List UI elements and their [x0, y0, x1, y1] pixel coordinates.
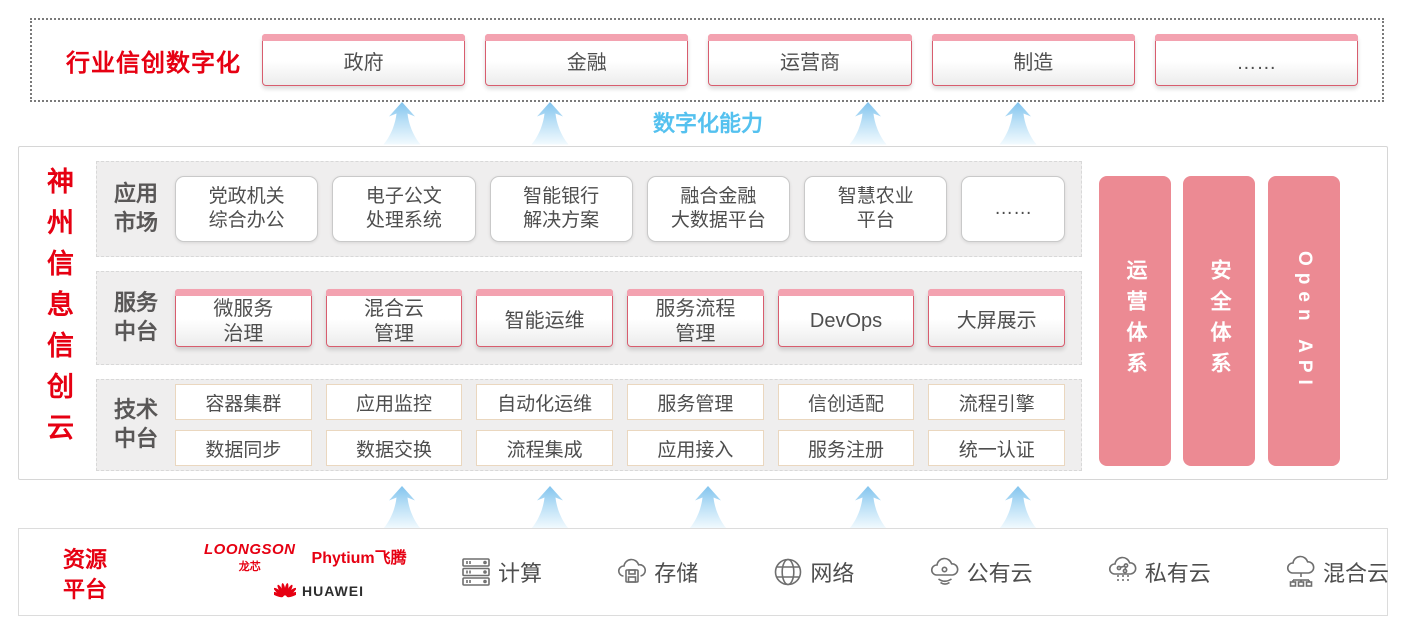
up-arrow	[383, 486, 421, 529]
tech-box-process-engine[interactable]: 流程引擎	[928, 384, 1066, 420]
storage-cloud-icon	[618, 558, 647, 583]
app-box-e-document-system[interactable]: 电子公文 处理系统	[332, 176, 476, 242]
resource-item-network: 网络	[771, 555, 854, 589]
hybrid-cloud-icon	[1286, 555, 1315, 587]
resource-item-storage: 存储	[615, 555, 698, 589]
tech-box-app-monitoring[interactable]: 应用监控	[325, 384, 463, 420]
app-market-items: 党政机关 综合办公 电子公文 处理系统 智能银行 解决方案 融合金融 大数据平台…	[175, 176, 1081, 242]
resource-item-private-cloud: 私有云	[1106, 555, 1211, 589]
resource-item-compute: 计算	[459, 555, 542, 589]
up-arrow	[531, 486, 569, 529]
up-arrow	[383, 102, 421, 145]
app-box-smart-banking[interactable]: 智能银行 解决方案	[489, 176, 633, 242]
tech-box-process-integration[interactable]: 流程集成	[476, 430, 614, 466]
platform-vertical-title: 神州信息信创云	[43, 167, 73, 454]
app-box-finance-bigdata[interactable]: 融合金融 大数据平台	[646, 176, 791, 242]
pink-top-bar	[262, 34, 466, 41]
digital-capability-label: 数字化能力	[652, 111, 763, 136]
tech-box-data-exchange[interactable]: 数据交换	[325, 430, 463, 466]
app-box-smart-agriculture[interactable]: 智慧农业 平台	[804, 176, 948, 242]
pink-top-bar	[175, 289, 312, 296]
pink-top-bar	[476, 289, 614, 296]
service-box-devops[interactable]: DevOps	[777, 289, 915, 347]
pink-top-bar	[627, 289, 764, 296]
resource-item-hybrid-cloud: 混合云	[1284, 555, 1389, 589]
up-arrow	[999, 486, 1037, 529]
tech-platform-items: 容器集群 应用监控 自动化运维 服务管理 信创适配 流程引擎 数据同步 数据交换…	[175, 384, 1081, 466]
xinchuang-cloud-platform: 神州信息信创云 应用市场 党政机关 综合办公 电子公文 处理系统 智能银行 解决…	[18, 146, 1388, 480]
service-box-hybrid-cloud-mgmt[interactable]: 混合云 管理	[325, 289, 463, 347]
industry-box-finance[interactable]: 金融	[485, 34, 689, 86]
resource-item-public-cloud: 公有云	[928, 555, 1033, 589]
resource-platform: 资源平台 LOONGSON 龙芯 Phytium飞腾	[18, 528, 1389, 616]
industry-box-manufacturing[interactable]: 制造	[931, 34, 1135, 86]
tech-box-service-mgmt[interactable]: 服务管理	[627, 384, 764, 420]
tech-box-xinchuang-adaptation[interactable]: 信创适配	[777, 384, 915, 420]
app-market-row: 应用市场 党政机关 综合办公 电子公文 处理系统 智能银行 解决方案 融合金融 …	[96, 161, 1082, 257]
up-arrow	[689, 486, 727, 529]
pink-top-bar	[485, 34, 689, 41]
vendor-logos: LOONGSON 龙芯 Phytium飞腾	[204, 541, 434, 600]
industry-box-carrier[interactable]: 运营商	[708, 34, 912, 86]
tech-box-service-registry[interactable]: 服务注册	[777, 430, 915, 466]
tech-box-unified-auth[interactable]: 统一认证	[928, 430, 1066, 466]
tech-platform-label: 技术中台	[114, 397, 159, 451]
pink-top-bar	[1154, 34, 1359, 41]
tech-box-app-access[interactable]: 应用接入	[627, 430, 764, 466]
tech-box-container-cluster[interactable]: 容器集群	[175, 384, 312, 420]
private-cloud-icon	[1108, 556, 1137, 582]
loongson-logo: LOONGSON 龙芯	[204, 541, 296, 573]
industry-box-government[interactable]: 政府	[262, 34, 466, 86]
pink-top-bar	[325, 289, 463, 296]
service-box-service-process-mgmt[interactable]: 服务流程 管理	[627, 289, 764, 347]
app-market-label: 应用市场	[114, 181, 159, 235]
huawei-logo: HUAWEI	[204, 582, 434, 600]
network-globe-icon	[775, 558, 802, 586]
app-box-party-gov-office[interactable]: 党政机关 综合办公	[175, 176, 319, 242]
pink-top-bar	[928, 289, 1066, 296]
tech-row-1: 容器集群 应用监控 自动化运维 服务管理 信创适配 流程引擎	[175, 384, 1066, 420]
industry-banner-title: 行业信创数字化	[66, 49, 241, 77]
public-cloud-icon	[930, 557, 959, 585]
tech-box-automated-ops[interactable]: 自动化运维	[476, 384, 614, 420]
operation-system-bar[interactable]: 运营体系	[1099, 176, 1171, 466]
service-platform-items: 微服务 治理 混合云 管理 智能运维 服务流程 管理 DevOps 大屏展示	[175, 289, 1081, 347]
up-arrow	[849, 486, 887, 529]
pink-top-bar	[777, 289, 915, 296]
pink-top-bar	[931, 34, 1135, 41]
phytium-logo: Phytium飞腾	[311, 550, 407, 567]
tech-box-data-sync[interactable]: 数据同步	[175, 430, 312, 466]
up-arrow	[849, 102, 887, 145]
up-arrow	[999, 102, 1037, 145]
industry-box-row: 政府 金融 运营商 制造 ……	[262, 34, 1382, 86]
tech-platform-row: 技术中台 容器集群 应用监控 自动化运维 服务管理 信创适配 流程引擎 数据同步…	[96, 379, 1082, 471]
service-box-intelligent-ops[interactable]: 智能运维	[476, 289, 614, 347]
resource-platform-label: 资源平台	[63, 547, 108, 602]
service-box-dashboard-display[interactable]: 大屏展示	[928, 289, 1066, 347]
pink-top-bar	[708, 34, 912, 41]
industry-box-more[interactable]: ……	[1154, 34, 1359, 86]
up-arrow	[531, 102, 569, 145]
huawei-flower-icon	[274, 583, 296, 598]
app-box-more[interactable]: ……	[961, 176, 1066, 242]
security-system-bar[interactable]: 安全体系	[1183, 176, 1255, 466]
open-api-bar[interactable]: Open API	[1268, 176, 1340, 466]
industry-banner: 行业信创数字化 政府 金融 运营商 制造 ……	[30, 18, 1384, 102]
tech-row-2: 数据同步 数据交换 流程集成 应用接入 服务注册 统一认证	[175, 430, 1066, 466]
service-platform-label: 服务中台	[114, 290, 159, 344]
service-box-microservice-governance[interactable]: 微服务 治理	[175, 289, 312, 347]
resource-items: 计算 存储 网络	[459, 543, 1389, 601]
server-icon	[462, 558, 490, 586]
service-platform-row: 服务中台 微服务 治理 混合云 管理 智能运维 服务流程 管理 DevOps 大…	[96, 271, 1082, 365]
